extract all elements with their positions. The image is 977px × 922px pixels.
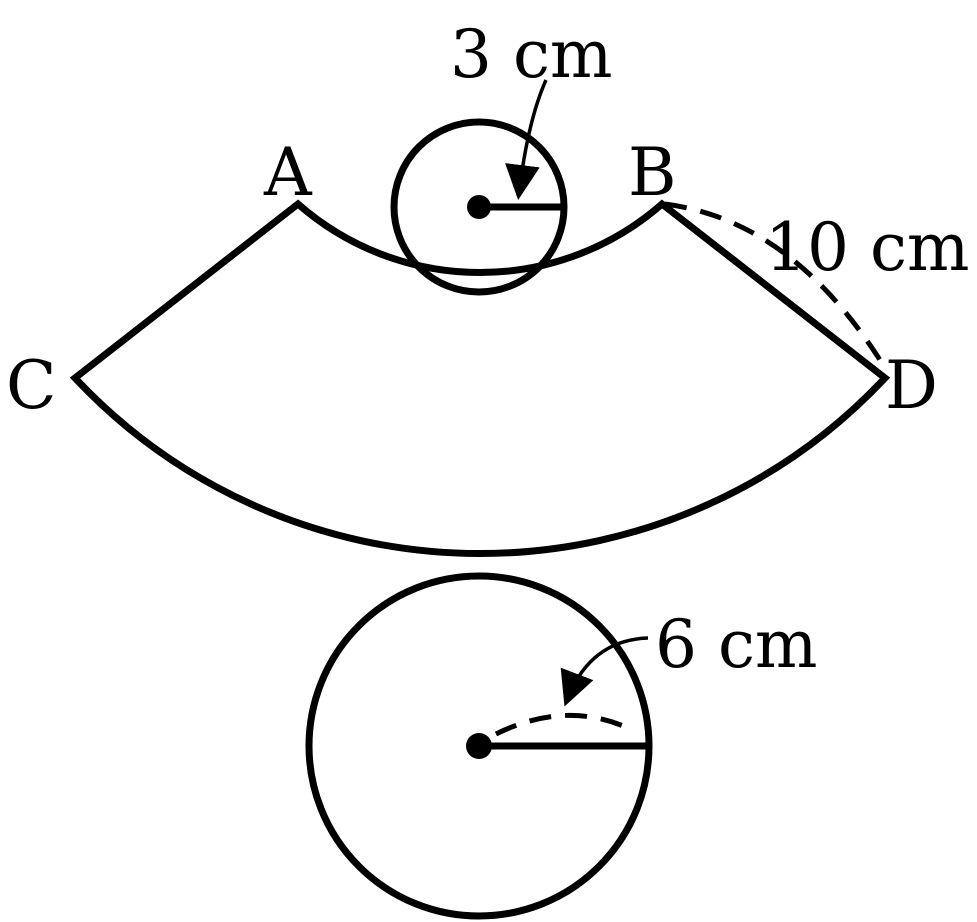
small-radius-label: 3 cm bbox=[450, 16, 613, 93]
annular-sector bbox=[69, 199, 891, 557]
point-label-d: D bbox=[885, 347, 938, 424]
point-label-b: B bbox=[628, 134, 677, 211]
slant-edge-label: 10 cm bbox=[765, 209, 970, 286]
large-radius-label: 6 cm bbox=[655, 606, 818, 683]
slant-edge-dashed-arc bbox=[664, 201, 883, 362]
small-radius-arrow bbox=[505, 79, 548, 200]
large-radius-dashed-arc bbox=[494, 712, 630, 737]
point-label-c: C bbox=[6, 347, 57, 424]
large-radius-arrow bbox=[560, 636, 649, 707]
point-label-a: A bbox=[263, 134, 313, 211]
